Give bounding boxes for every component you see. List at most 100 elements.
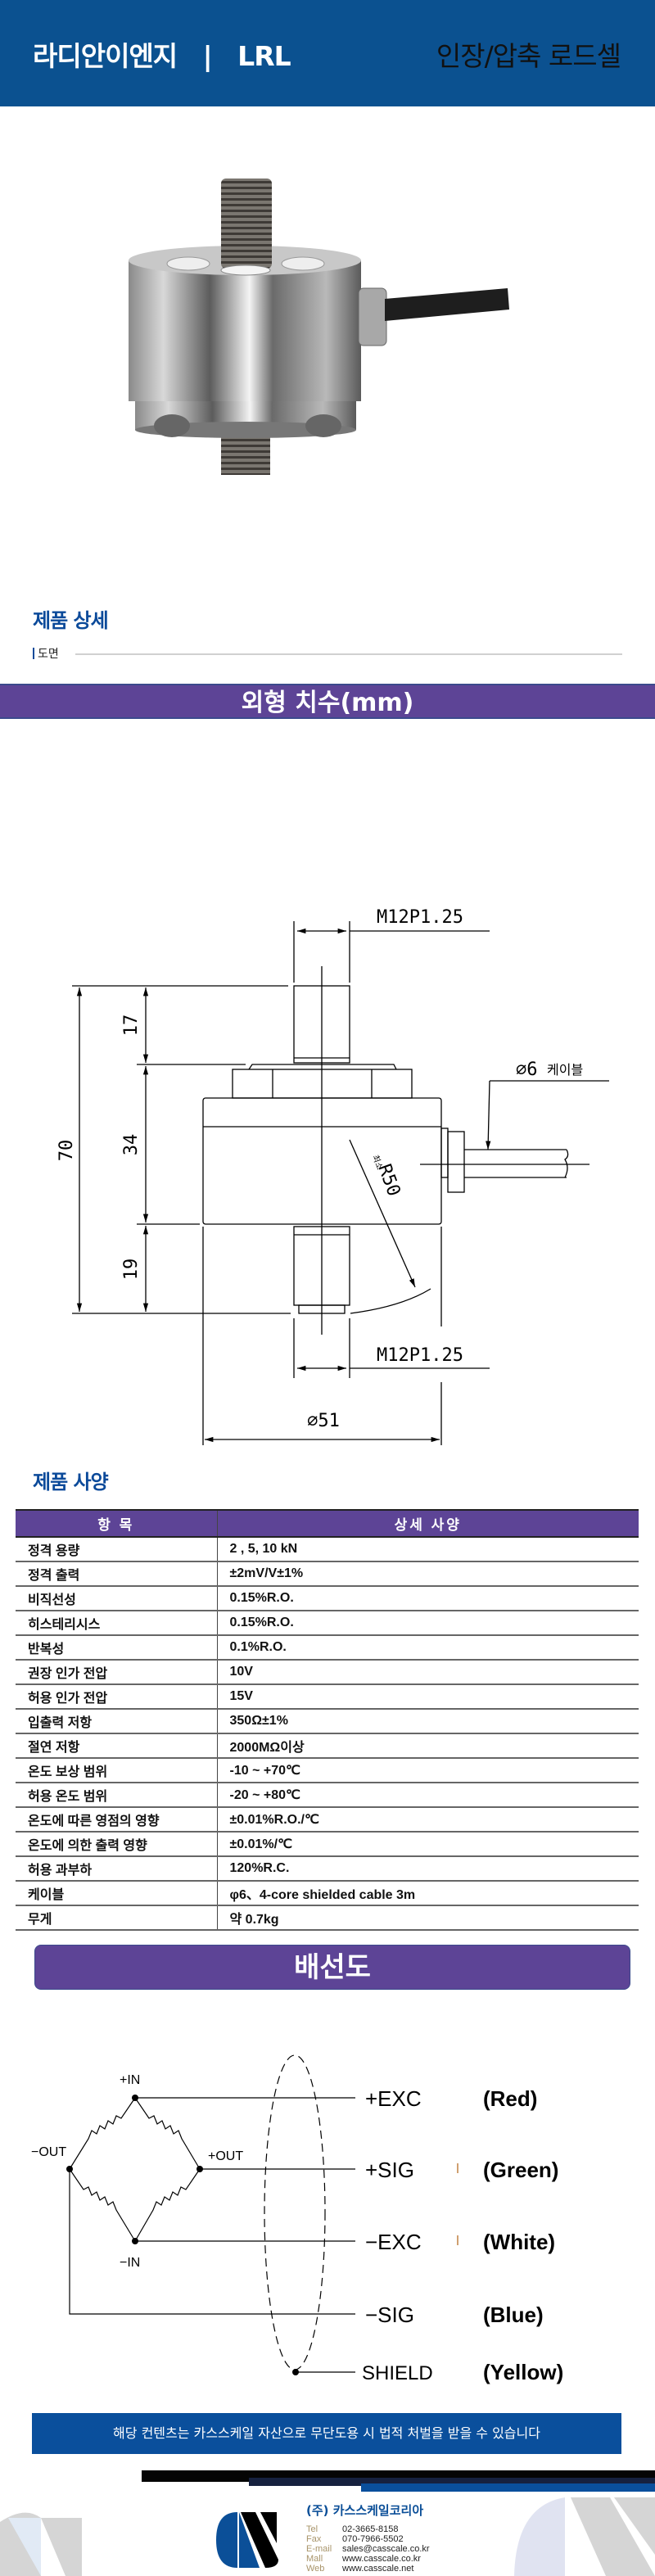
contact-row: E-mail sales@casscale.co.kr: [306, 2544, 430, 2554]
wire-color-label: (Yellow): [483, 2360, 563, 2384]
spec-table-header: 항 목 상세 사양: [16, 1509, 639, 1538]
divider: [75, 653, 622, 655]
contact-value: sales@casscale.co.kr: [342, 2544, 430, 2554]
spec-item: 정격 용량: [16, 1537, 218, 1562]
wire-signal-label: SHIELD: [362, 2362, 433, 2384]
model-name: LRL: [237, 40, 291, 72]
page-header: 라디안이엔지 | LRL 인장/압축 로드셀: [0, 0, 655, 106]
wiring-diagram: +IN −IN +OUT −OUT +EXC (Red) +SIG (Green) −E…: [31, 2054, 563, 2384]
spec-row: 온도에 의한 출력 영향±0.01%/℃: [16, 1832, 639, 1857]
spec-value: 0.1%R.O.: [217, 1635, 639, 1661]
spec-item: 허용 과부하: [16, 1856, 218, 1882]
spec-value: 15V: [217, 1684, 639, 1710]
header-category: 인장/압축 로드셀: [436, 40, 621, 72]
node-minus-out: −OUT: [31, 2145, 66, 2159]
contact-label: Tel: [306, 2524, 318, 2534]
specs-title: 제품 사양: [33, 1471, 109, 1494]
cas-logo: [216, 2512, 278, 2568]
subsection-label: 도면: [38, 648, 59, 661]
spec-value: ±0.01%R.O./℃: [217, 1807, 639, 1833]
node-plus-in: +IN: [120, 2073, 140, 2087]
contact-row: Tel 02-3665-8158: [306, 2524, 430, 2534]
spec-item: 반복성: [16, 1635, 218, 1661]
wire-color-label: (Red): [483, 2086, 537, 2111]
spec-row: 허용 온도 범위-20 ~ +80℃: [16, 1783, 639, 1808]
spec-item: 허용 온도 범위: [16, 1783, 218, 1808]
thread-bottom-label: M12P1.25: [377, 1345, 463, 1366]
wire-signal-label: +EXC: [365, 2086, 422, 2111]
dimension-band: 외형 치수(mm): [0, 684, 655, 719]
spec-item: 절연 저항: [16, 1733, 218, 1759]
contact-label: Mall: [306, 2554, 323, 2564]
wire-color-label: (Green): [483, 2158, 558, 2182]
node-minus-in: −IN: [120, 2256, 140, 2270]
wiring-band: 배선도: [34, 1945, 630, 1990]
header-detail: 상세 사양: [217, 1509, 639, 1538]
bend-label: 최소: [370, 1154, 385, 1171]
spec-value: ±0.01%/℃: [217, 1832, 639, 1857]
contact-value: 070-7966-5502: [342, 2534, 404, 2544]
header-item: 항 목: [16, 1509, 218, 1538]
cable-diameter-label: ⌀6: [516, 1060, 538, 1080]
wire-color-label: (Blue): [483, 2303, 544, 2327]
spec-item: 케이블: [16, 1881, 218, 1906]
wire-signal-label: −SIG: [365, 2303, 414, 2327]
spec-value: 10V: [217, 1660, 639, 1685]
spec-value: 120%R.C.: [217, 1856, 639, 1882]
wire-signal-label: +SIG: [365, 2158, 414, 2182]
spec-item: 히스테리시스: [16, 1611, 218, 1636]
spec-value: 2 , 5, 10 kN: [217, 1537, 639, 1562]
top-stud-label: 17: [121, 1015, 142, 1037]
copyright-notice: 해당 컨텐츠는 카스스케일 자산으로 무단도용 시 법적 처벌을 받을 수 있습…: [32, 2413, 621, 2454]
cable-label: 케이블: [547, 1062, 583, 1078]
dimension-drawing: M12P1.25 M12P1.25 70 17 34 19 ⌀51 ⌀6 케이블…: [56, 907, 609, 1445]
contact-label: E-mail: [306, 2544, 332, 2554]
spec-value: φ6、4-core shielded cable 3m: [217, 1881, 639, 1906]
node-plus-out: +OUT: [208, 2149, 243, 2163]
body-height-label: 34: [121, 1134, 142, 1156]
spec-row: 정격 출력±2mV/V±1%: [16, 1561, 639, 1587]
company-name: (주) 카스스케일코리아: [306, 2503, 424, 2518]
brand-name: 라디안이엔지: [33, 40, 178, 72]
diameter-label: ⌀51: [307, 1411, 340, 1431]
spec-item: 온도에 따른 영점의 영향: [16, 1807, 218, 1833]
spec-item: 무게: [16, 1905, 218, 1931]
bottom-stud-label: 19: [121, 1259, 142, 1281]
spec-value: -20 ~ +80℃: [217, 1783, 639, 1808]
spec-item: 정격 출력: [16, 1561, 218, 1587]
spec-value: 약 0.7kg: [217, 1905, 639, 1931]
product-photo: [129, 179, 509, 475]
footer-bar-navy: [249, 2478, 655, 2486]
contact-row: Mall www.casscale.co.kr: [306, 2554, 430, 2564]
drawing-subsection: 도면: [33, 645, 59, 662]
bend-radius-label: R50: [373, 1162, 404, 1200]
watermark-logos: [0, 2497, 655, 2576]
wire-signal-label: −EXC: [365, 2230, 422, 2254]
spec-value: -10 ~ +70℃: [217, 1758, 639, 1783]
detail-title: 제품 상세: [33, 609, 109, 632]
spec-value: 350Ω±1%: [217, 1709, 639, 1734]
contact-value: 02-3665-8158: [342, 2524, 399, 2534]
spec-row: 온도 보상 범위-10 ~ +70℃: [16, 1758, 639, 1783]
spec-item: 온도 보상 범위: [16, 1758, 218, 1783]
spec-item: 입출력 저항: [16, 1709, 218, 1734]
total-height-label: 70: [56, 1140, 77, 1162]
spec-item: 허용 인가 전압: [16, 1684, 218, 1710]
spec-item: 권장 인가 전압: [16, 1660, 218, 1685]
contact-value: www.casscale.co.kr: [342, 2554, 421, 2564]
header-separator: |: [202, 40, 213, 72]
